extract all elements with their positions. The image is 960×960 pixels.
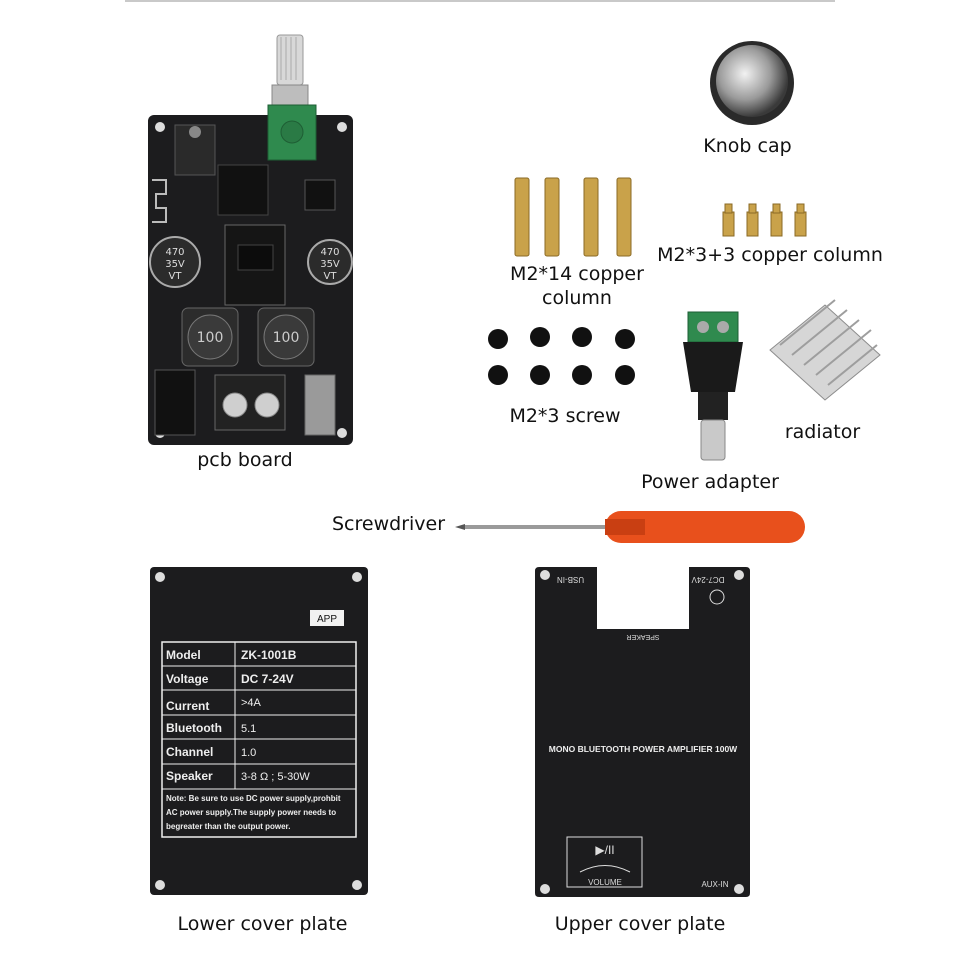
cap-right-label-2: 35V — [320, 259, 340, 270]
spec-key-speaker: Speaker — [166, 769, 213, 783]
spec-key-channel: Channel — [166, 745, 213, 759]
radiator-label: radiator — [784, 421, 861, 443]
lower-cover-plate: APP Model ZK-1001B Voltage DC 7-24V Curr… — [150, 567, 368, 895]
spec-key-current: Current — [166, 699, 209, 713]
pcb-board-image: 470 35V VT 470 35V VT 100 100 — [140, 30, 360, 450]
spec-key-voltage: Voltage — [166, 672, 209, 686]
inductor-right-label: 100 — [273, 330, 300, 346]
note-line-3: begreater than the output power. — [166, 822, 290, 831]
cap-right-label-3: VT — [324, 271, 338, 282]
power-adapter-image — [673, 307, 753, 467]
inductor-left-label: 100 — [197, 330, 224, 346]
note-line-2: AC power supply.The supply power needs t… — [166, 808, 336, 817]
spec-value-speaker: 3-8 Ω ; 5-30W — [241, 771, 310, 783]
m2x14-copper-columns-image — [505, 175, 645, 260]
m2x3-screws-image — [480, 322, 640, 392]
dc-text: DC7-24V — [691, 575, 725, 584]
knob-cap-image — [707, 38, 797, 128]
m2x3-screw-label: M2*3 screw — [509, 405, 621, 427]
cap-left-label-1: 470 — [165, 247, 184, 258]
usb-in-text: USB-IN — [557, 575, 584, 584]
radiator-image — [765, 295, 885, 410]
spec-value-model: ZK-1001B — [241, 648, 297, 662]
aux-in-text: AUX-IN — [701, 880, 728, 889]
upper-plate-title: MONO BLUETOOTH POWER AMPLIFIER 100W — [549, 744, 738, 754]
spec-value-current: >4A — [241, 697, 262, 709]
top-divider — [125, 0, 835, 2]
cap-left-label-3: VT — [169, 271, 183, 282]
spec-value-voltage: DC 7-24V — [241, 672, 294, 686]
m2x14-label-line1: M2*14 copper — [510, 263, 644, 285]
spec-key-model: Model — [166, 648, 201, 662]
spec-value-channel: 1.0 — [241, 747, 256, 759]
upper-cover-plate: USB-IN DC7-24V SPEAKER MONO BLUETOOTH PO… — [535, 567, 750, 897]
spec-key-bluetooth: Bluetooth — [166, 721, 222, 735]
lower-cover-label: Lower cover plate — [177, 913, 348, 935]
knob-cap-label: Knob cap — [703, 135, 792, 157]
note-line-1: Note: Be sure to use DC power supply,pro… — [166, 794, 341, 803]
screwdriver-label: Screwdriver — [332, 513, 446, 535]
m2x3-copper-label: M2*3+3 copper column — [657, 244, 883, 266]
power-adapter-label: Power adapter — [641, 471, 779, 493]
upper-cover-label: Upper cover plate — [554, 913, 726, 935]
speaker-text: SPEAKER — [626, 633, 659, 640]
play-pause-icon: ▶/II — [595, 843, 614, 857]
volume-text: VOLUME — [588, 878, 622, 887]
m2x3-copper-columns-image — [715, 200, 815, 240]
m2x14-label-line2: column — [542, 287, 612, 309]
spec-value-bluetooth: 5.1 — [241, 723, 256, 735]
cap-left-label-2: 35V — [165, 259, 185, 270]
pcb-board-label: pcb board — [197, 449, 293, 471]
screwdriver-image — [455, 505, 805, 549]
app-tag: APP — [317, 614, 337, 625]
cap-right-label-1: 470 — [320, 247, 339, 258]
